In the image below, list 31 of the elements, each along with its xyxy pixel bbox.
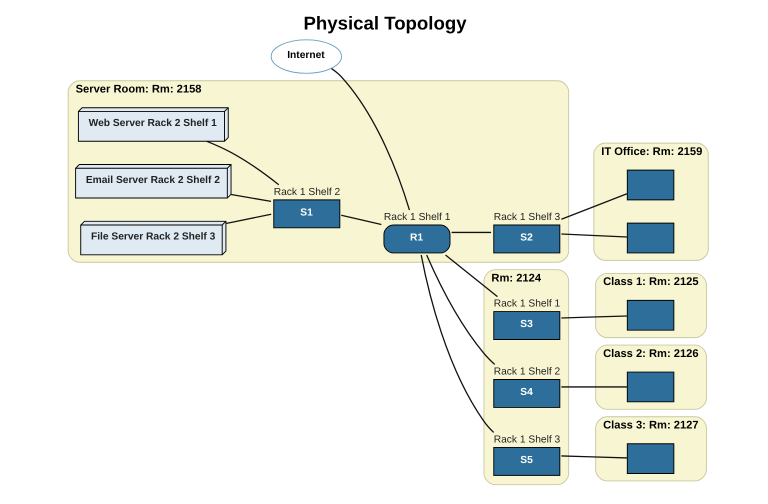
node-box [626,170,674,200]
connector [560,455,626,459]
connector [560,233,626,238]
connector [340,214,381,226]
connector [426,254,495,365]
connector [230,194,271,202]
node-box [626,300,674,331]
node-label: Rack 1 Shelf 1 [493,298,560,310]
diagram-title: Physical Topology [303,12,466,34]
node-box [626,222,674,254]
connector [226,214,271,224]
connector [330,68,410,210]
cluster: Class 1: Rm: 2125 [594,272,706,338]
node-box [626,443,674,474]
node-label: Rack 1 Shelf 3 [493,434,560,446]
node-label: Rack 1 Shelf 1 [383,212,450,224]
connector [451,232,491,234]
cluster: IT Office: Rm: 2159 [592,142,708,261]
cluster: Class 3: Rm: 2127 [594,416,706,482]
node-ellipse: Internet [270,39,342,74]
node-label: Rack 1 Shelf 2 [273,187,340,198]
connector [560,386,626,388]
connector [560,315,626,319]
node-label: Rack 1 Shelf 3 [493,212,560,224]
cluster: Class 2: Rm: 2126 [594,344,706,410]
connector [560,193,627,220]
node-label: Rack 1 Shelf 2 [493,366,560,378]
node-box [626,372,674,402]
connector [420,254,494,433]
connector [444,254,498,298]
connector [206,140,279,186]
